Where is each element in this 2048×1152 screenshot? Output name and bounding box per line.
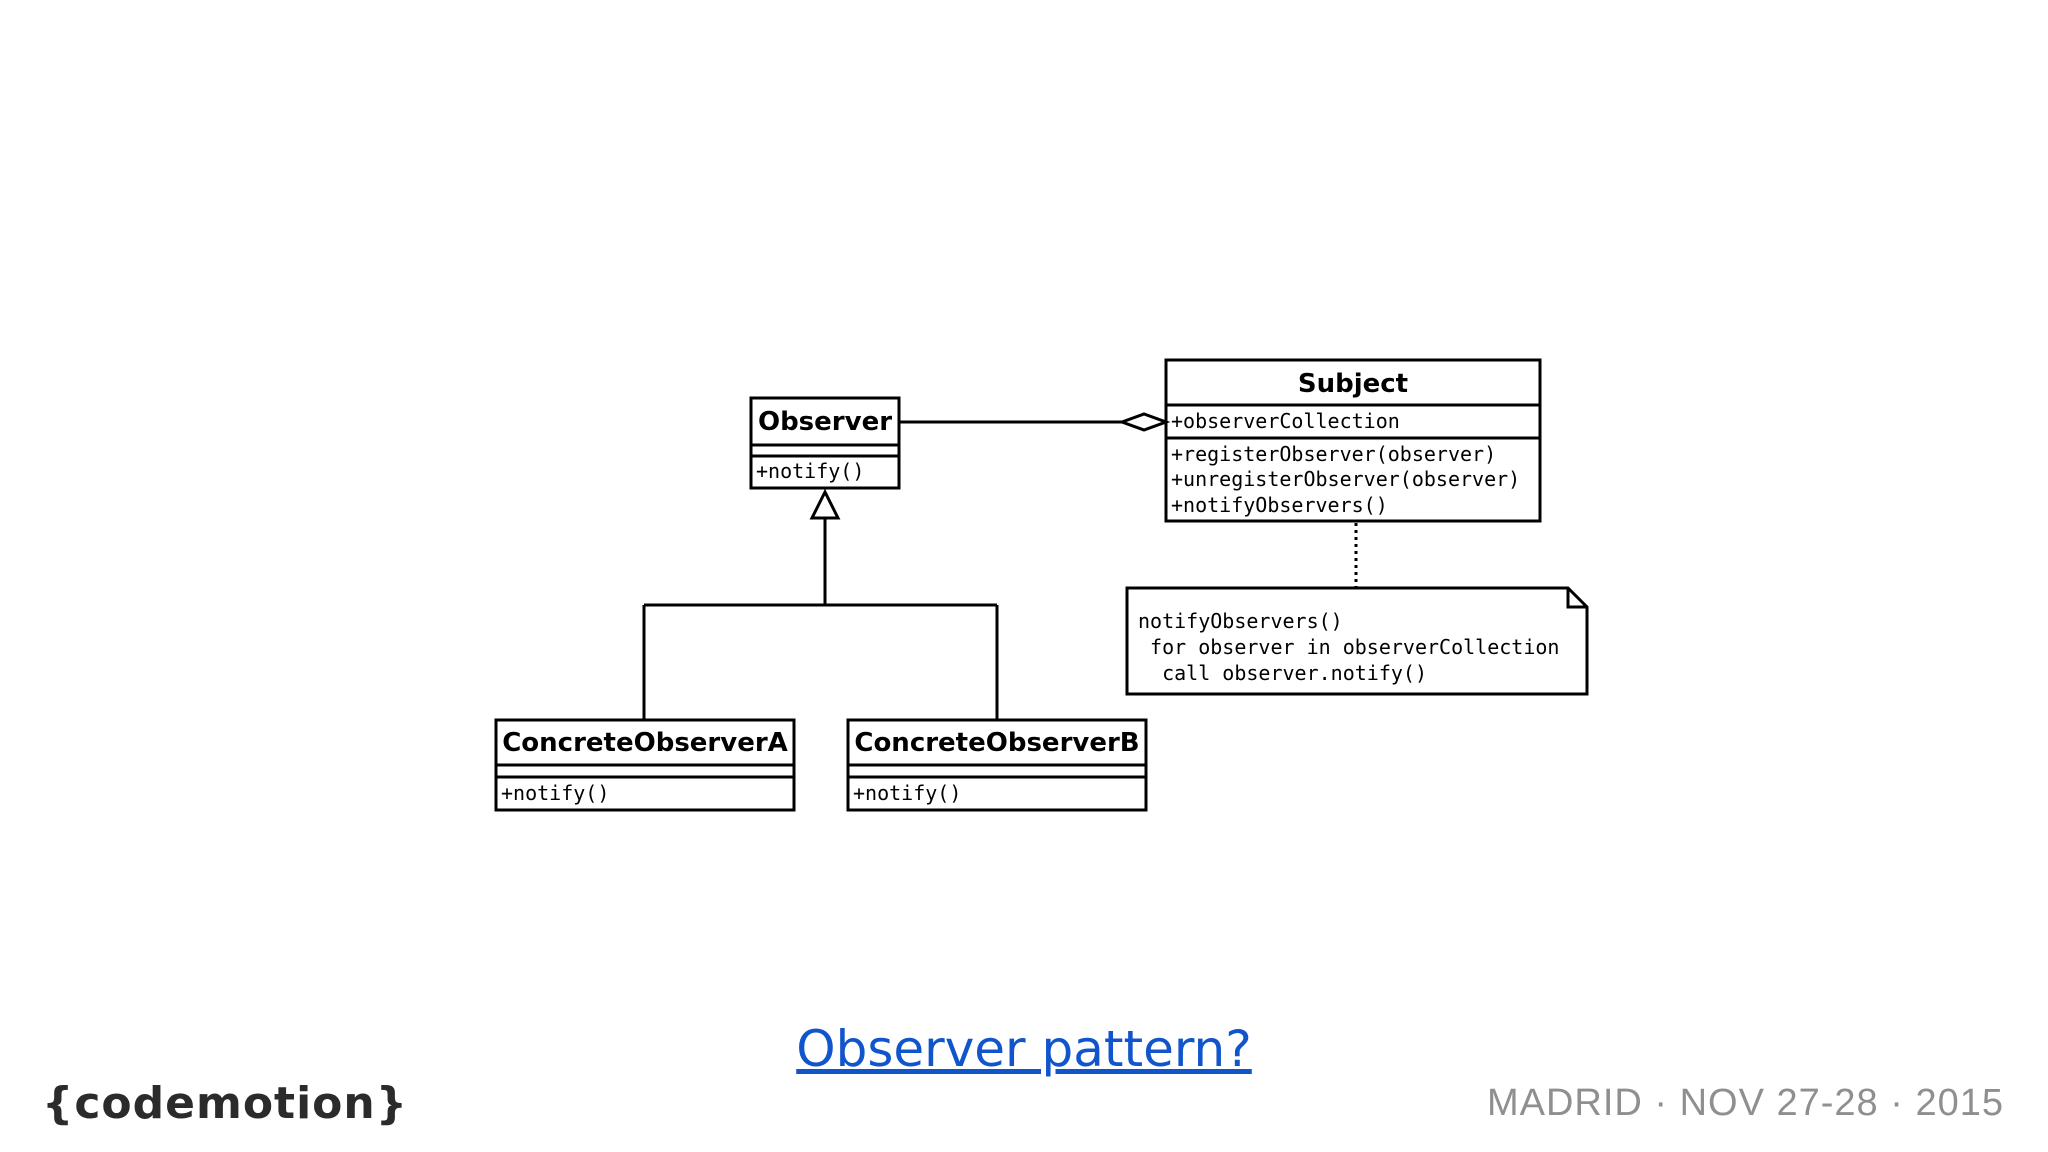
event-info: MADRID · NOV 27-28 · 2015 [1486,1082,2004,1124]
subject-class-name: Subject [1298,369,1408,399]
aggregation-diamond-icon [1117,412,1171,432]
note-box: notifyObservers() for observer in observ… [1125,586,1589,696]
concrete-observer-a-method: +notify() [501,781,609,805]
concrete-observer-a-class: ConcreteObserverA +notify() [494,718,796,812]
generalization-connector [642,488,999,720]
observer-class-name: Observer [758,407,892,437]
note-line-2: for observer in observerCollection [1138,635,1559,659]
note-line-3: call observer.notify() [1138,661,1427,685]
inheritance-triangle-icon [809,488,841,520]
codemotion-logo: {codemotion} [42,1078,409,1129]
note-line-1: notifyObservers() [1138,609,1343,633]
observer-method: +notify() [756,459,864,483]
concrete-observer-a-name: ConcreteObserverA [502,728,788,758]
concrete-observer-b-name: ConcreteObserverB [854,728,1139,758]
aggregation-association [899,412,1171,432]
subject-attribute: +observerCollection [1171,409,1400,433]
subject-method-register: +registerObserver(observer) [1171,442,1496,466]
subject-class: Subject +observerCollection +registerObs… [1164,358,1542,523]
note-fold-icon [1566,588,1587,609]
subject-method-notify: +notifyObservers() [1171,493,1388,517]
concrete-observer-b-class: ConcreteObserverB +notify() [846,718,1148,812]
observer-pattern-link[interactable]: Observer pattern? [796,1020,1252,1078]
observer-class: Observer +notify() [749,396,901,490]
concrete-observer-b-method: +notify() [853,781,961,805]
subject-method-unregister: +unregisterObserver(observer) [1171,467,1520,491]
